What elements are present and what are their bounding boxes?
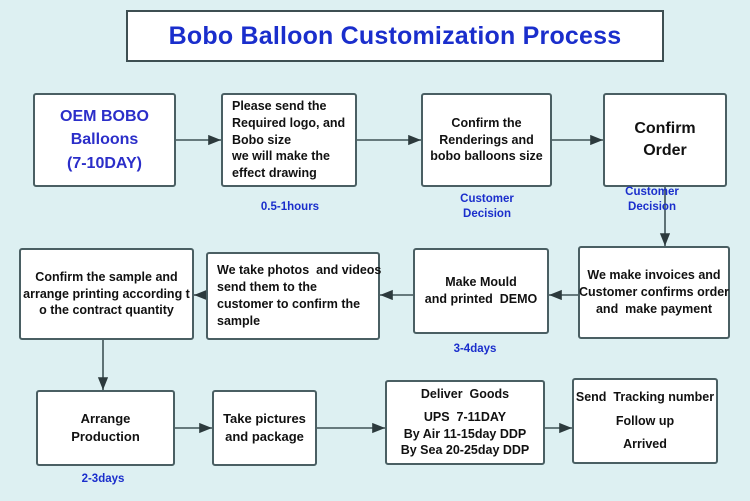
node-line: Required logo, and (232, 115, 346, 130)
node-line: Please send the (232, 98, 327, 113)
node-line: o the contract quantity (39, 303, 174, 318)
annotation-customer-decision-1: Customer Decision (460, 193, 514, 220)
node-line: sample (217, 313, 261, 328)
node-line: Arrange (80, 411, 131, 427)
node-line: Deliver Goods (420, 386, 510, 401)
page-title-banner: Bobo Balloon Customization Process (126, 10, 664, 62)
node-deliver-goods[interactable]: Deliver Goods UPS 7-11DAY By Air 11-15da… (385, 380, 545, 465)
node-line: We make invoices and (587, 268, 721, 283)
node-line: UPS 7-11DAY (423, 409, 507, 424)
node-line: Confirm the (451, 115, 522, 130)
annotation-2-3-days: 2-3days (81, 473, 125, 485)
node-confirm-renderings[interactable]: Confirm the Renderings and bobo balloons… (421, 93, 552, 187)
node-line: Customer confirms order (578, 285, 730, 300)
node-line: By Sea 20-25day DDP (400, 443, 530, 458)
page-title: Bobo Balloon Customization Process (168, 21, 622, 50)
node-line: Take pictures (223, 411, 306, 427)
node-send-required-logo[interactable]: Please send the Required logo, and Bobo … (221, 93, 357, 187)
node-make-invoices[interactable]: We make invoices and Customer confirms o… (578, 246, 730, 339)
node-line: Renderings and (439, 132, 534, 147)
node-line: By Air 11-15day DDP (403, 426, 527, 441)
node-line: Arrived (623, 437, 667, 452)
node-line: send them to the (217, 280, 318, 295)
node-line: We take photos and videos (217, 263, 382, 278)
node-line: (7-10DAY) (67, 154, 142, 172)
node-confirm-sample[interactable]: Confirm the sample and arrange printing … (19, 248, 194, 340)
node-line: effect drawing (232, 166, 317, 181)
node-line: Confirm (634, 120, 696, 138)
node-line: bobo balloons size (430, 149, 543, 164)
annotation-3-4-days: 3-4days (453, 343, 497, 355)
annotation-hours: 0.5-1hours (260, 201, 320, 213)
node-line: OEM BOBO (60, 108, 149, 126)
node-take-photos-videos[interactable]: We take photos and videos send them to t… (206, 252, 382, 340)
node-line: and make payment (595, 301, 712, 316)
node-confirm-order[interactable]: Confirm Order (603, 93, 727, 187)
node-line: and printed DEMO (424, 292, 538, 306)
node-oem-bobo-balloons[interactable]: OEM BOBO Balloons (7-10DAY) (33, 93, 176, 187)
node-line: Order (643, 142, 687, 159)
node-line: Confirm the sample and (35, 269, 178, 284)
node-send-tracking-number[interactable]: Send Tracking number Follow up Arrived (572, 378, 718, 464)
node-arrange-production[interactable]: Arrange Production (36, 390, 175, 466)
node-take-pictures-package[interactable]: Take pictures and package (212, 390, 317, 466)
node-line: customer to confirm the (217, 297, 361, 311)
node-line: arrange printing according t (23, 286, 190, 301)
node-line: Bobo size (232, 132, 292, 147)
node-line: Make Mould (445, 275, 517, 290)
node-line: we will make the (232, 149, 330, 164)
node-make-mould[interactable]: Make Mould and printed DEMO (413, 248, 549, 334)
node-line: Send Tracking number (575, 389, 715, 404)
node-line: Follow up (615, 413, 675, 428)
annotation-customer-decision-2: Customer Decision (625, 186, 679, 213)
node-line: Production (71, 429, 140, 444)
node-line: Balloons (70, 131, 139, 149)
node-line: and package (225, 429, 304, 444)
